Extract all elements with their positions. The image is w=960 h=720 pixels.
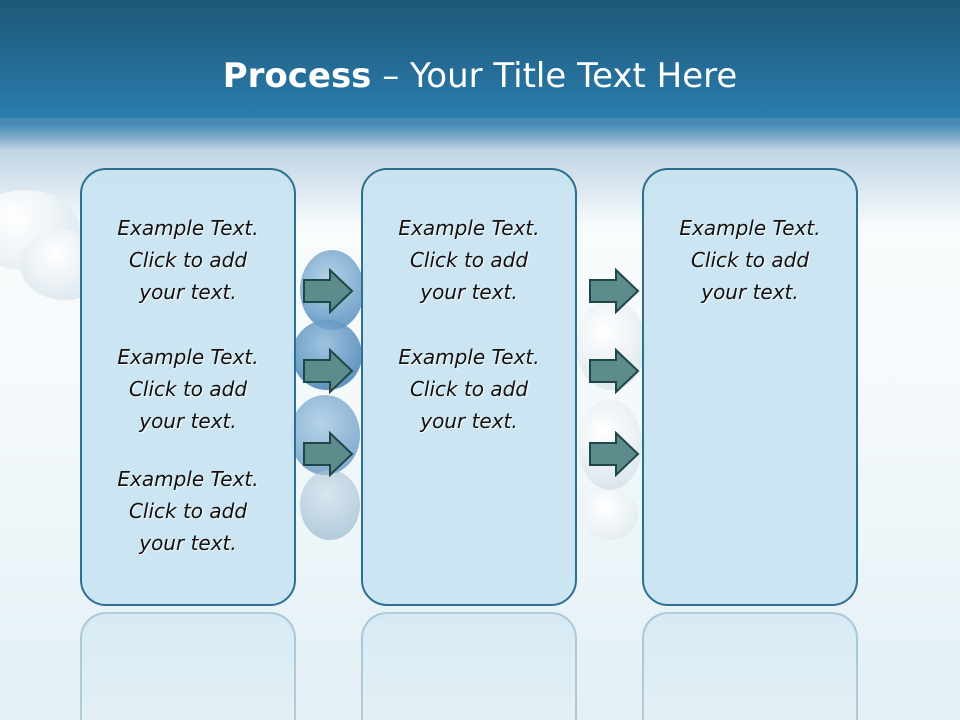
- text-line: Example Text.: [117, 467, 259, 491]
- text-line: your text.: [139, 409, 237, 433]
- text-line: your text.: [139, 531, 237, 555]
- text-placeholder[interactable]: Example Text. Click to add your text.: [644, 212, 856, 308]
- process-box-1[interactable]: Example Text. Click to add your text. Ex…: [80, 168, 296, 606]
- background-pill: [300, 470, 360, 540]
- text-line: your text.: [139, 280, 237, 304]
- text-line: Example Text.: [679, 216, 821, 240]
- text-line: Click to add: [409, 377, 529, 401]
- process-box-3[interactable]: Example Text. Click to add your text.: [642, 168, 858, 606]
- text-placeholder[interactable]: Example Text. Click to add your text.: [82, 341, 294, 437]
- right-arrow-icon[interactable]: [302, 268, 354, 314]
- text-line: Click to add: [690, 248, 810, 272]
- right-arrow-icon[interactable]: [588, 431, 640, 477]
- slide-title[interactable]: Process – Your Title Text Here: [0, 56, 960, 96]
- right-arrow-icon[interactable]: [302, 431, 354, 477]
- text-line: your text.: [420, 280, 518, 304]
- text-line: Click to add: [128, 377, 248, 401]
- text-line: Example Text.: [117, 345, 259, 369]
- text-line: Example Text.: [398, 345, 540, 369]
- background-pill: [582, 490, 638, 540]
- text-placeholder[interactable]: Example Text. Click to add your text.: [82, 212, 294, 308]
- right-arrow-icon[interactable]: [588, 268, 640, 314]
- process-box-2[interactable]: Example Text. Click to add your text. Ex…: [361, 168, 577, 606]
- text-line: Example Text.: [398, 216, 540, 240]
- text-line: Click to add: [409, 248, 529, 272]
- text-placeholder[interactable]: Example Text. Click to add your text.: [363, 212, 575, 308]
- box-reflection: [80, 612, 296, 720]
- box-reflection: [642, 612, 858, 720]
- box-reflection: [361, 612, 577, 720]
- title-keyword: Process: [222, 56, 372, 96]
- right-arrow-icon[interactable]: [588, 348, 640, 394]
- text-line: Click to add: [128, 499, 248, 523]
- text-line: Click to add: [128, 248, 248, 272]
- right-arrow-icon[interactable]: [302, 348, 354, 394]
- text-placeholder[interactable]: Example Text. Click to add your text.: [82, 463, 294, 559]
- text-placeholder[interactable]: Example Text. Click to add your text.: [363, 341, 575, 437]
- text-line: your text.: [701, 280, 799, 304]
- text-line: Example Text.: [117, 216, 259, 240]
- title-text: – Your Title Text Here: [371, 56, 738, 96]
- text-line: your text.: [420, 409, 518, 433]
